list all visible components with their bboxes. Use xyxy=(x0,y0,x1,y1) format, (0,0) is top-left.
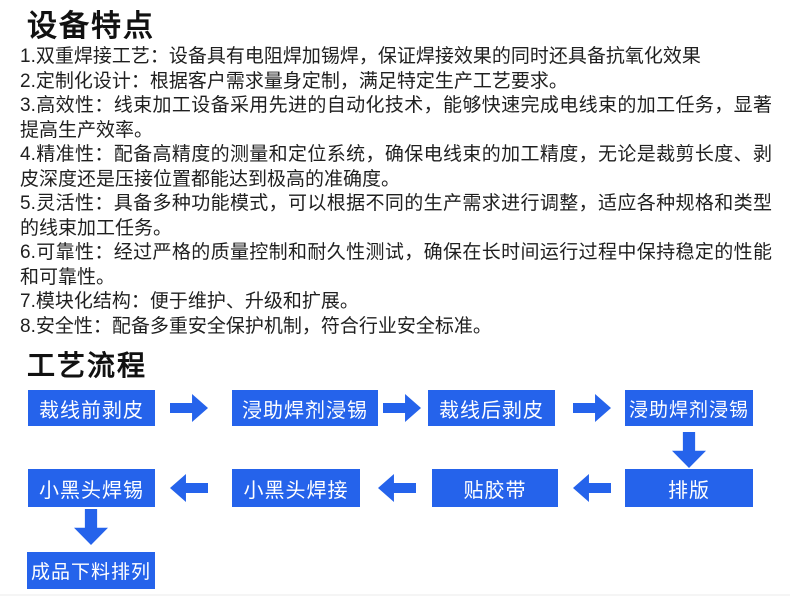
feature-item-5: 5.灵活性：具备多种功能模式，可以根据不同的生产需求进行调整，适应各种规格和类型… xyxy=(20,193,772,239)
arrow-left-icon xyxy=(170,474,208,502)
arrow-right-icon xyxy=(383,394,421,422)
feature-item-2: 2.定制化设计：根据客户需求量身定制，满足特定生产工艺要求。 xyxy=(20,70,568,92)
bottom-divider xyxy=(0,594,790,596)
feature-item-6: 6.可靠性：经过严格的质量控制和耐久性测试，确保在长时间运行过程中保持稳定的性能… xyxy=(20,242,772,288)
flow-step-cut-post-strip: 裁线后剥皮 xyxy=(428,390,555,426)
process-section-title: 工艺流程 xyxy=(27,350,148,381)
arrow-right-icon xyxy=(573,394,611,422)
feature-item-8: 8.安全性：配备多重安全保护机制，符合行业安全标准。 xyxy=(20,315,492,337)
flow-step-black-head-soldering: 小黑头焊锡 xyxy=(28,469,155,507)
feature-item-1: 1.双重焊接工艺：设备具有电阻焊加锡焊，保证焊接效果的同时还具备抗氧化效果 xyxy=(20,46,701,67)
features-section-title: 设备特点 xyxy=(27,10,155,43)
flow-step-taping: 贴胶带 xyxy=(432,469,558,507)
flow-step-flux-tin-dip-2: 浸助焊剂浸锡 xyxy=(625,390,753,426)
feature-item-7: 7.模块化结构：便于维护、升级和扩展。 xyxy=(20,291,359,312)
feature-item-3: 3.高效性：线束加工设备采用先进的自动化技术，能够快速完成电线束的加工任务，显著… xyxy=(20,95,772,141)
flow-step-finished-unload: 成品下料排列 xyxy=(27,552,155,589)
arrow-right-icon xyxy=(170,394,208,422)
arrow-down-icon xyxy=(74,509,108,545)
arrow-left-icon xyxy=(378,474,416,502)
feature-item-4: 4.精准性：配备高精度的测量和定位系统，确保电线束的加工精度，无论是裁剪长度、剥… xyxy=(20,144,772,190)
flow-step-cut-pre-strip: 裁线前剥皮 xyxy=(28,390,155,426)
flow-step-black-head-welding: 小黑头焊接 xyxy=(232,469,360,507)
features-list: 1.双重焊接工艺：设备具有电阻焊加锡焊，保证焊接效果的同时还具备抗氧化效果 2.… xyxy=(20,45,772,339)
flow-step-layout: 排版 xyxy=(625,469,753,507)
process-flowchart: 裁线前剥皮 浸助焊剂浸锡 裁线后剥皮 浸助焊剂浸锡 排版 贴胶带 小黑头焊接 小… xyxy=(0,385,790,596)
arrow-down-icon xyxy=(672,432,706,468)
arrow-left-icon xyxy=(573,474,611,502)
flow-step-flux-tin-dip-1: 浸助焊剂浸锡 xyxy=(232,390,378,426)
